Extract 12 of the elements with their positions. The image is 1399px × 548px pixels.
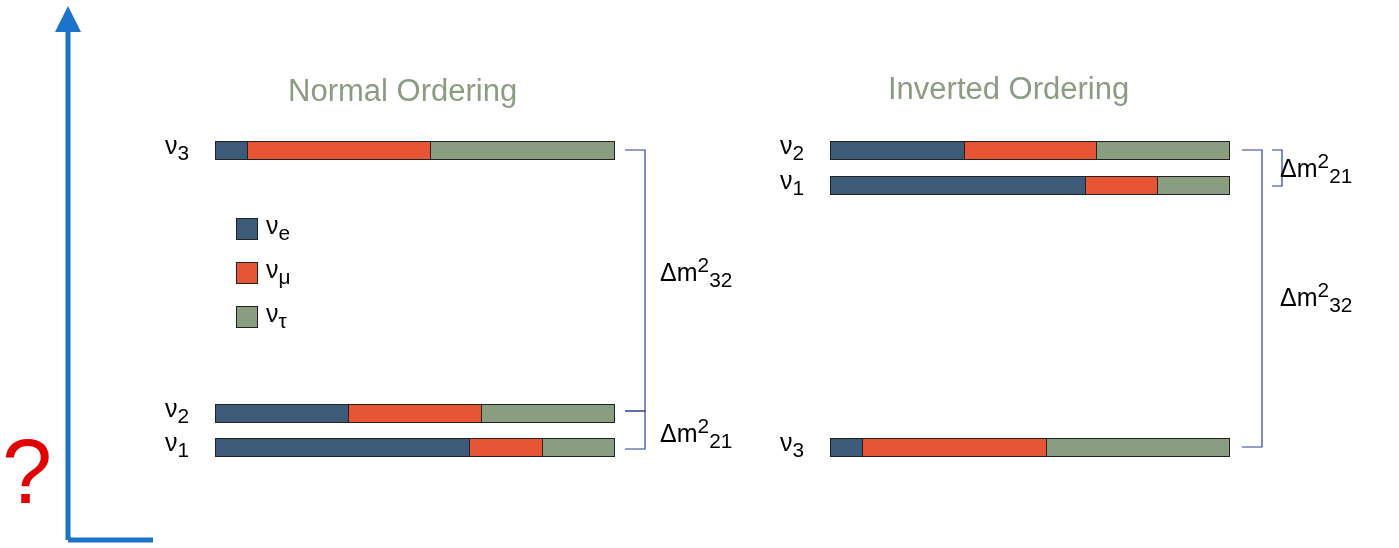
state-label: ν$_{1}$ (165, 430, 190, 462)
question-mark: ? (2, 425, 53, 519)
heading: Normal Ordering (288, 73, 518, 108)
legend-label: ν$_{e}$ (266, 210, 291, 246)
state-label: ν$_{3}$ (780, 430, 805, 462)
state-label: ν$_{3}$ (165, 133, 190, 165)
state-label: ν$_{2}$ (165, 396, 190, 428)
legend-label: ν$_{μ}$ (266, 254, 291, 290)
heading: Inverted Ordering (888, 71, 1130, 106)
state-label: ν$_{1}$ (780, 168, 805, 200)
state-label: ν$_{2}$ (780, 133, 805, 165)
legend-label: ν$_{τ}$ (266, 298, 287, 334)
